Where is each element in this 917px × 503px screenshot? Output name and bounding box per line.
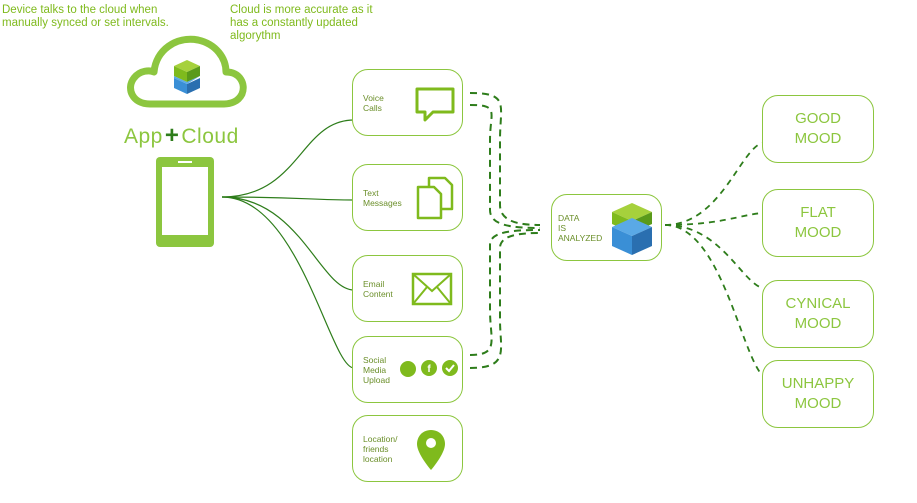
facebook-icon [421,360,437,376]
source-voice-calls: Voice Calls [352,69,463,136]
wire-phone-social [221,196,355,369]
data-analyzed-box: DATA IS ANALYZED [551,194,662,261]
phone-icon [156,157,214,247]
cloud-cube-icon [174,60,200,94]
source-label: Social Media Upload [363,354,390,385]
wire-phone-voice [221,119,355,198]
vine-icon [442,360,458,376]
mood-unhappy: UNHAPPY MOOD [762,360,874,428]
mood-cynical: CYNICAL MOOD [762,280,874,348]
social-media-icons: f [400,360,458,377]
dashed-wire-social [469,229,541,356]
mood-label: GOOD MOOD [794,110,842,147]
envelope-icon [411,272,453,306]
dashed-wire-social-outer [469,232,541,369]
twitter-icon [400,361,416,377]
location-pin-icon [417,430,445,470]
dashed-wire-flat [664,212,763,226]
dashed-wire-unhappy [664,224,763,376]
dashed-wire-cynical [664,224,763,289]
dashed-wire-voice [469,92,541,226]
cube-icon [612,203,652,255]
cloud-accuracy-note: Cloud is more accurate as it has a const… [230,4,373,42]
source-label: Text Messages [363,187,402,208]
mood-good: GOOD MOOD [762,95,874,163]
speech-bubble-icon [415,87,455,122]
source-location: Location/ friends location [352,415,463,482]
source-label: Voice Calls [363,92,384,113]
dashed-wire-good [664,142,763,226]
source-email-content: Email Content [352,255,463,322]
source-social-media: Social Media Upload f [352,336,463,403]
mood-label: CYNICAL MOOD [785,295,851,332]
mood-label: FLAT MOOD [794,204,842,241]
source-label: Location/ friends location [363,433,398,464]
device-sync-note: Device talks to the cloud when manually … [2,4,169,29]
analyzer-label: DATA IS ANALYZED [558,212,603,243]
wire-phone-email [221,196,355,291]
source-label: Email Content [363,278,393,299]
mood-label: UNHAPPY MOOD [781,375,855,412]
mood-flat: FLAT MOOD [762,189,874,257]
svg-text:f: f [427,364,431,375]
wire-phone-text [221,196,355,201]
documents-icon [416,176,454,220]
source-text-messages: Text Messages [352,164,463,231]
dashed-wire-voice-outer [469,104,541,229]
cloud-icon [127,35,247,108]
app-cloud-title: App+Cloud [124,122,239,149]
